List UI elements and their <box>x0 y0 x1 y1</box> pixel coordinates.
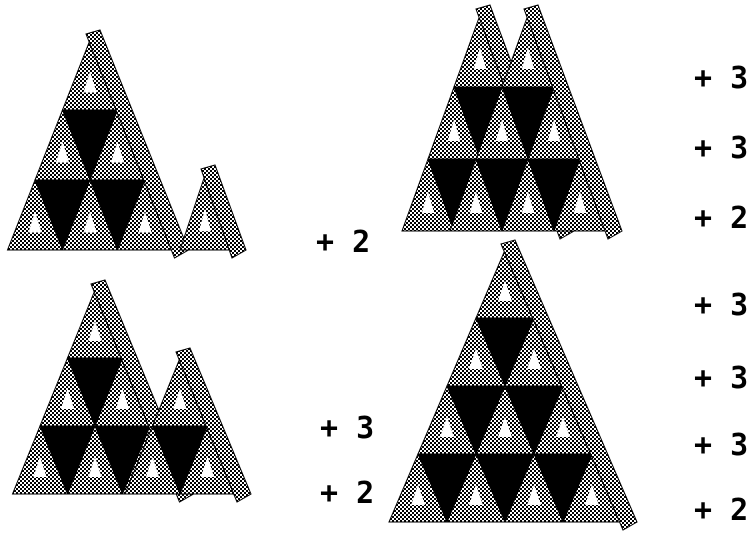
figure-bottom-left <box>13 280 252 502</box>
figure-top-left-peak <box>180 165 246 258</box>
label-right-bottom-3: + 3 <box>694 428 747 463</box>
label-right-top-1: + 3 <box>694 61 747 96</box>
label-middle-bottom-2: + 2 <box>320 476 374 511</box>
figure-top-left <box>8 30 189 258</box>
label-right-top-2: + 3 <box>694 131 747 166</box>
figure-bottom-right <box>389 240 637 530</box>
label-right-bottom-4: + 2 <box>694 493 747 528</box>
label-right-bottom-1: + 3 <box>694 288 747 323</box>
label-middle-bottom-1: + 3 <box>320 411 374 446</box>
figure-top-right <box>402 5 622 239</box>
label-middle-top: + 2 <box>316 225 370 260</box>
label-right-top-3: + 2 <box>694 201 747 236</box>
label-right-bottom-2: + 3 <box>694 361 747 396</box>
